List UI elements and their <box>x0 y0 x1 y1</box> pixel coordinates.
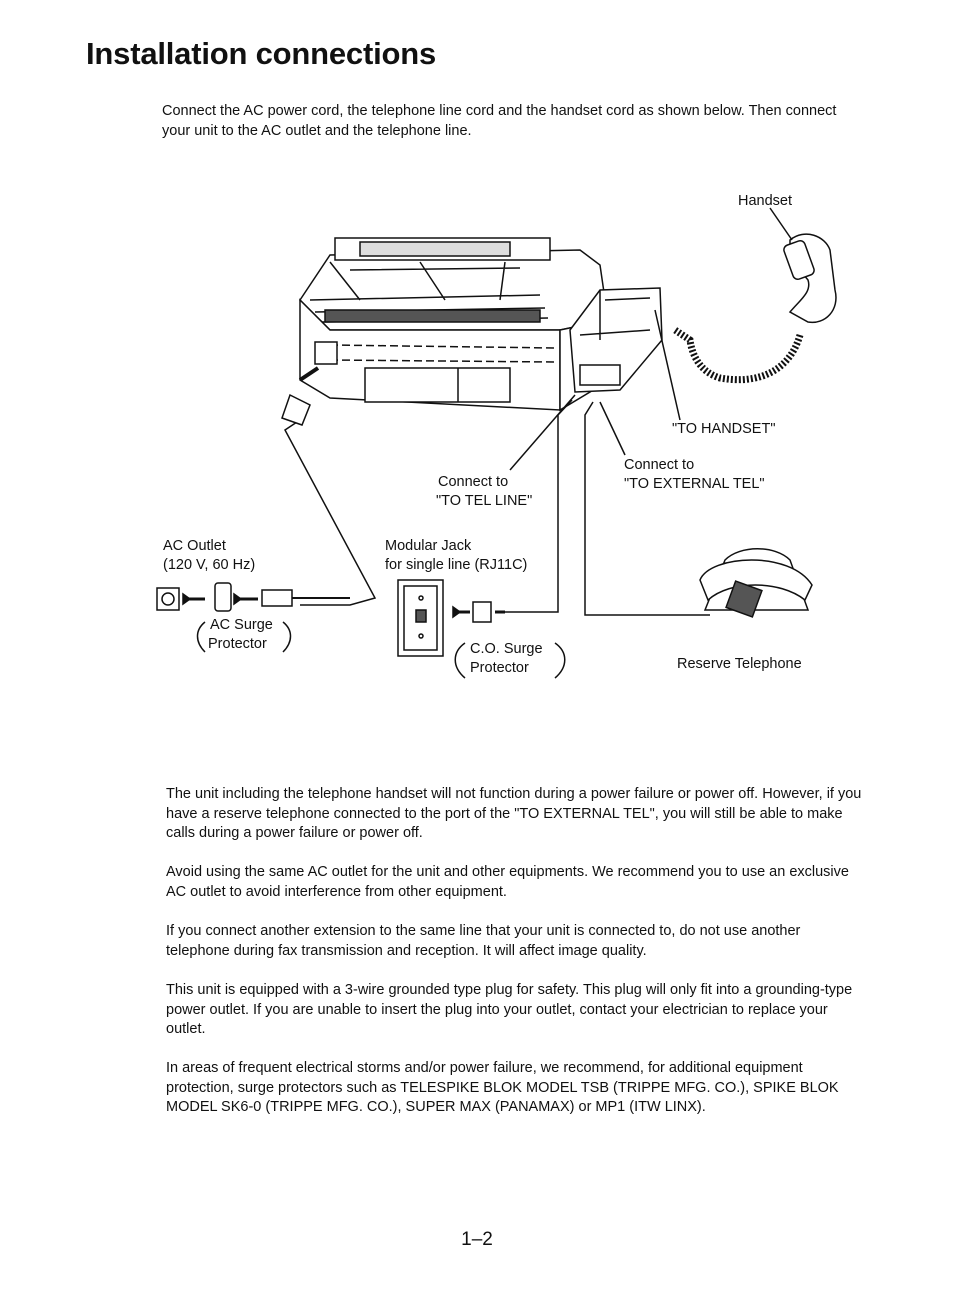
page-number: 1–2 <box>461 1229 493 1250</box>
reserve-telephone-label: Reserve Telephone <box>677 656 802 672</box>
ac-outlet-label-1: AC Outlet <box>163 538 226 554</box>
modular-jack-label-1: Modular Jack <box>385 538 472 554</box>
ac-power-cord <box>284 419 377 606</box>
note-extension: If you connect another extension to the … <box>166 923 801 959</box>
note-ac-outlet: Avoid using the same AC outlet for the u… <box>166 864 849 900</box>
tel-line-cord <box>500 399 573 613</box>
intro-paragraph: Connect the AC power cord, the telephone… <box>162 103 837 139</box>
ac-outlet-symbol <box>156 582 350 612</box>
ac-outlet-label-2: (120 V, 60 Hz) <box>163 557 256 573</box>
handset-cradle-illustration <box>569 287 663 393</box>
page-title: Installation connections <box>86 36 437 71</box>
connect-ext-tel-label-2: "TO EXTERNAL TEL" <box>624 476 765 492</box>
co-surge-label-1: C.O. Surge <box>470 641 543 657</box>
handset-illustration <box>769 207 837 324</box>
installation-diagram <box>156 207 837 679</box>
co-surge-label-2: Protector <box>470 660 529 676</box>
ac-surge-label-2: Protector <box>208 636 267 652</box>
connect-ext-tel-label-1: Connect to <box>624 457 695 473</box>
handset-label: Handset <box>738 193 793 209</box>
modular-jack-symbol <box>397 579 505 657</box>
reserve-telephone-illustration <box>699 548 813 618</box>
ac-surge-label-1: AC Surge <box>210 617 273 633</box>
to-handset-label: "TO HANDSET" <box>672 421 776 437</box>
connect-tel-line-label-2: "TO TEL LINE" <box>436 493 533 509</box>
note-grounded-plug: This unit is equipped with a 3-wire grou… <box>166 982 853 1037</box>
handset-coiled-cord <box>673 327 804 384</box>
note-power-failure: The unit including the telephone handset… <box>166 786 862 841</box>
note-surge-protectors: In areas of frequent electrical storms a… <box>166 1060 839 1115</box>
fax-machine-illustration <box>299 237 611 412</box>
external-tel-cord <box>584 401 710 616</box>
modular-jack-label-2: for single line (RJ11C) <box>385 557 528 573</box>
connect-tel-line-label-1: Connect to <box>438 474 509 490</box>
